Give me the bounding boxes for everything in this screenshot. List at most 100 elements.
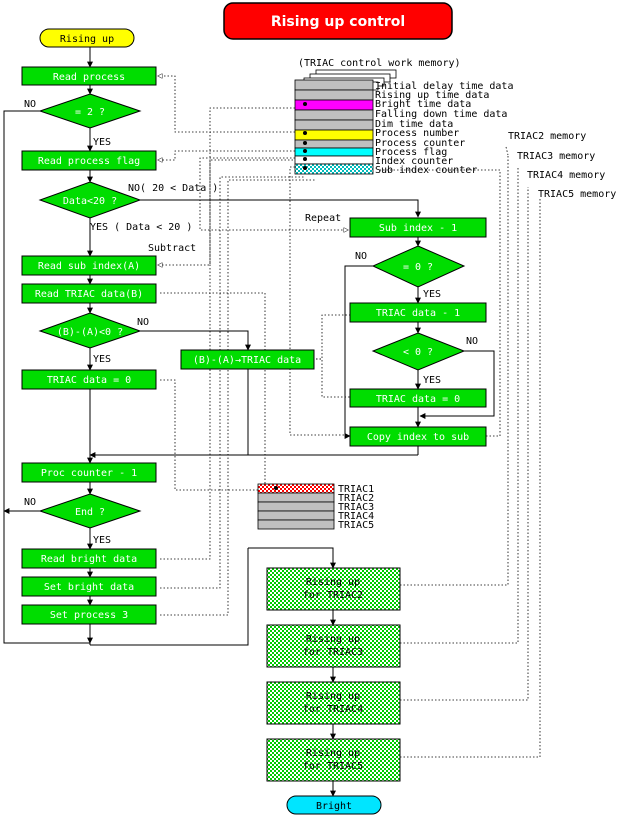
triac-table-label: TRIAC1: [338, 484, 374, 495]
rising-line1: Rising up: [306, 748, 360, 759]
label-no: NO: [466, 336, 478, 347]
decision-lt0: < 0 ?: [371, 332, 466, 371]
memory-label: Falling down time data: [375, 109, 507, 120]
process-box-sub-index-minus: Sub index - 1: [349, 217, 487, 238]
rising-triac2-box: Rising up for TRIAC2: [266, 567, 401, 611]
process-label: Read bright data: [41, 554, 137, 565]
triac-memory-label: TRIAC3 memory: [517, 151, 595, 162]
label-yes: YES: [423, 375, 441, 386]
triac-table-label: TRIAC5: [338, 520, 374, 531]
process-label: Read process flag: [38, 156, 140, 167]
decision-label: = 2 ?: [75, 107, 105, 118]
process-box-set-process: Set process 3: [21, 604, 157, 625]
label-no: NO: [24, 497, 36, 508]
label-no-data: NO( 20 < Data ): [128, 183, 218, 194]
start-terminal: Rising up: [39, 28, 135, 48]
process-box-read-process-flag: Read process flag: [21, 150, 157, 171]
process-label: TRIAC data = 0: [376, 394, 460, 405]
decision-eq2: = 2 ?: [38, 93, 142, 129]
memory-label: Process number: [375, 128, 459, 139]
decision-label: = 0 ?: [403, 262, 433, 273]
process-label: Sub index - 1: [379, 223, 457, 234]
process-box-triac-data-minus: TRIAC data - 1: [349, 302, 487, 323]
label-subtract: Subtract: [148, 243, 196, 254]
decision-label: < 0 ?: [403, 347, 433, 358]
decision-end: End ?: [38, 493, 142, 529]
memory-label: Rising up time data: [375, 90, 489, 101]
decision-label: (B)-(A)<0 ?: [57, 327, 123, 338]
memory-label: Index counter: [375, 156, 453, 167]
decision-data20: Data<20 ?: [38, 181, 142, 219]
process-label: Read sub index(A): [38, 261, 140, 272]
rising-line2: for TRIAC3: [303, 647, 363, 658]
triac-memory-label: TRIAC5 memory: [538, 189, 616, 200]
triac-table-label: TRIAC3: [338, 502, 374, 513]
process-box-read-sub-index: Read sub index(A): [21, 255, 157, 276]
process-label: Set process 3: [50, 610, 128, 621]
process-box-triac-data-zero-left: TRIAC data = 0: [21, 369, 157, 390]
end-terminal: Bright: [286, 795, 382, 815]
process-label: Proc counter - 1: [41, 468, 137, 479]
memory-label: Process counter: [375, 138, 465, 149]
process-label: Read TRIAC data(B): [35, 289, 143, 300]
triac-table-label: TRIAC2: [338, 493, 374, 504]
process-box-set-bright: Set bright data: [21, 576, 157, 597]
label-no: NO: [355, 251, 367, 262]
memory-label: Initial delay time data: [375, 81, 513, 92]
memory-labels: Initial delay time data Rising up time d…: [375, 81, 513, 176]
process-label: (B)-(A)→TRIAC data: [193, 355, 301, 366]
label-yes: YES: [93, 535, 111, 546]
triac-table-label: TRIAC4: [338, 511, 374, 522]
rising-triac4-box: Rising up for TRIAC4: [266, 681, 401, 725]
memory-caption: (TRIAC control work memory): [298, 58, 461, 69]
memory-label: Dim time data: [375, 119, 453, 130]
start-label: Rising up: [60, 34, 114, 45]
decision-eq0: = 0 ?: [371, 245, 466, 288]
decision-bma: (B)-(A)<0 ?: [38, 312, 142, 349]
triac-data-table: TRIAC1 TRIAC2 TRIAC3 TRIAC4 TRIAC5: [257, 483, 374, 531]
rising-triac5-box: Rising up for TRIAC5: [266, 738, 401, 782]
rising-line2: for TRIAC5: [303, 761, 363, 772]
process-box-proc-counter: Proc counter - 1: [21, 462, 157, 483]
label-repeat: Repeat: [305, 213, 341, 224]
process-box-read-bright: Read bright data: [21, 548, 157, 569]
triac-memory-labels: TRIAC2 memory TRIAC3 memory TRIAC4 memor…: [508, 131, 616, 200]
process-box-b-minus-a: (B)-(A)→TRIAC data: [180, 349, 315, 370]
process-box-read-triac-data: Read TRIAC data(B): [21, 283, 157, 304]
process-box-read-process: Read process: [21, 66, 157, 86]
rising-line2: for TRIAC4: [303, 704, 363, 715]
rising-line1: Rising up: [306, 634, 360, 645]
memory-label: Process flag: [375, 147, 447, 158]
decision-label: Data<20 ?: [63, 196, 117, 207]
rising-line2: for TRIAC2: [303, 590, 363, 601]
label-no: NO: [24, 99, 36, 110]
process-label: TRIAC data - 1: [376, 308, 460, 319]
memory-label: Bright time data: [375, 99, 471, 110]
triac-memory-label: TRIAC2 memory: [508, 131, 586, 142]
main-flow-lines: [3, 47, 495, 797]
rising-line1: Rising up: [306, 691, 360, 702]
process-label: Set bright data: [44, 582, 134, 593]
memory-label: Sub index counter: [375, 165, 477, 176]
work-memory-stack: [294, 69, 397, 175]
label-yes: YES: [423, 289, 441, 300]
label-yes: YES: [93, 137, 111, 148]
triac-memory-label: TRIAC4 memory: [527, 170, 605, 181]
rising-triac3-box: Rising up for TRIAC3: [266, 624, 401, 668]
decision-label: End ?: [75, 507, 105, 518]
memory-access-lines: [158, 76, 541, 758]
label-no: NO: [137, 317, 149, 328]
process-box-copy-index: Copy index to sub: [349, 426, 487, 447]
label-yes: YES: [93, 354, 111, 365]
process-label: Copy index to sub: [367, 432, 469, 443]
process-label: TRIAC data = 0: [47, 375, 131, 386]
end-label: Bright: [316, 801, 352, 812]
branch-labels: NO YES NO( 20 < Data ) YES ( Data < 20 )…: [24, 99, 478, 546]
process-label: Read process: [53, 72, 125, 83]
title-text: Rising up control: [271, 14, 405, 30]
title-banner: Rising up control: [223, 2, 453, 40]
rising-line1: Rising up: [306, 577, 360, 588]
label-yes-data: YES ( Data < 20 ): [90, 222, 192, 233]
process-box-triac-data-zero-right: TRIAC data = 0: [349, 388, 487, 408]
